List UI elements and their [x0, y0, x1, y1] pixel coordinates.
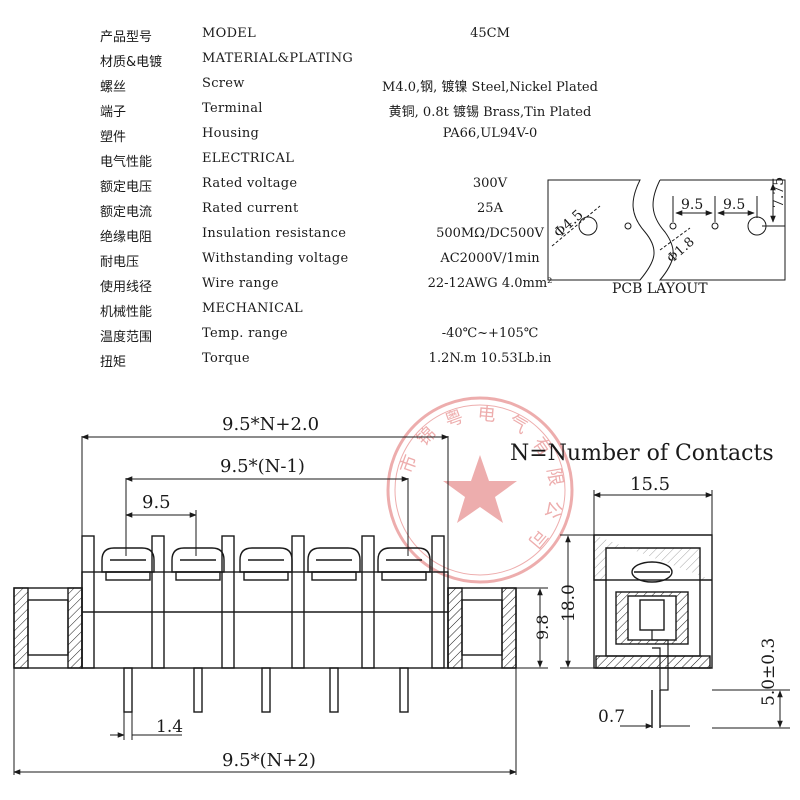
spec-value: PA66,UL94V-0: [442, 126, 538, 141]
pcb-offset: 7.75: [771, 177, 787, 208]
spec-label-en: Torque: [202, 351, 250, 366]
spec-label-cn: 塑件: [100, 130, 127, 145]
stamp-char: 市: [396, 452, 422, 476]
spec-label-cn: 产品型号: [100, 30, 153, 45]
spec-value: 300V: [472, 176, 508, 191]
dim-pin-width: 1.4: [156, 717, 183, 737]
spec-label-en: Terminal: [202, 101, 263, 116]
spec-label-en: Housing: [202, 126, 260, 141]
spec-label-en: MODEL: [202, 26, 257, 41]
dim-overall-bottom: 9.5*(N+2): [222, 750, 316, 771]
screw-washer: [105, 571, 151, 581]
pcb-pitch-1: 9.5: [681, 197, 703, 213]
side-pin-thk: 0.7: [598, 707, 625, 727]
screw-head: [307, 547, 361, 573]
screw-washer: [311, 571, 357, 581]
dim-overall-top: 9.5*N+2.0: [222, 414, 319, 435]
pcb-layout: [547, 179, 786, 281]
spec-label-cn: 温度范围: [100, 330, 153, 345]
stamp-char: 司: [524, 525, 552, 552]
screw-washer: [381, 571, 427, 581]
dim-pitch: 9.5: [142, 492, 171, 513]
spec-label-cn: 耐电压: [100, 255, 140, 270]
side-pin-len: 5.0±0.3: [759, 638, 779, 706]
screw-head: [377, 547, 431, 573]
screw-head: [239, 547, 293, 573]
spec-value: 黄铜, 0.8t 镀锡 Brass,Tin Plated: [388, 105, 592, 120]
stamp-char: 公: [540, 498, 565, 521]
spec-label-cn: 使用线径: [100, 280, 153, 295]
spec-label-cn: 额定电压: [100, 180, 153, 195]
spec-label-cn: 扭矩: [100, 355, 127, 370]
contacts-note: N=Number of Contacts: [510, 441, 774, 466]
spec-label-en: Temp. range: [202, 326, 288, 341]
screw-head: [101, 547, 155, 573]
spec-label-en: Rated voltage: [202, 176, 298, 191]
stamp-char: 限: [542, 466, 566, 487]
spec-label-cn: 端子: [100, 105, 127, 120]
pcb-dia-large: Φ4.5: [551, 207, 587, 241]
spec-label-en: ELECTRICAL: [202, 151, 295, 166]
spec-label-cn: 电气性能: [100, 155, 153, 170]
screw-washer: [243, 571, 289, 581]
spec-label-cn: 螺丝: [100, 80, 127, 95]
spec-value: -40℃~+105℃: [441, 326, 539, 341]
spec-value: 45CM: [470, 26, 510, 41]
company-stamp: 市锦粤电气有限公司: [386, 396, 574, 584]
side-height: 18.0: [559, 584, 579, 622]
spec-label-cn: 材质&电镀: [100, 55, 163, 70]
spec-label-en: Rated current: [202, 201, 299, 216]
stamp-star-icon: [443, 455, 517, 523]
spec-value: M4.0,钢, 镀镍 Steel,Nickel Plated: [382, 80, 598, 95]
spec-label-cn: 额定电流: [100, 205, 153, 220]
spec-label-en: Insulation resistance: [202, 226, 347, 241]
stamp-char: 气: [505, 411, 531, 438]
spec-value: 1.2N.m 10.53Lb.in: [428, 351, 552, 366]
spec-value: 25A: [477, 201, 503, 216]
spec-label-cn: 绝缘电阻: [100, 230, 153, 245]
front-view: [13, 434, 548, 775]
side-view: [560, 490, 790, 729]
spec-label-en: MATERIAL&PLATING: [202, 51, 354, 66]
screw-head: [171, 547, 225, 573]
spec-label-en: Wire range: [202, 276, 279, 291]
spec-label-en: Screw: [202, 76, 245, 91]
pcb-title: PCB LAYOUT: [612, 281, 708, 297]
dim-height: 9.8: [533, 615, 552, 640]
spec-label-en: MECHANICAL: [202, 301, 303, 316]
spec-value: 500MΩ/DC500V: [436, 226, 544, 241]
spec-value: 22-12AWG 4.0mm²: [427, 276, 553, 291]
side-width: 15.5: [630, 474, 670, 495]
spec-value: AC2000V/1min: [440, 251, 540, 266]
dim-span: 9.5*(N-1): [220, 456, 305, 477]
spec-label-cn: 机械性能: [100, 305, 153, 320]
stamp-char: 粤: [442, 406, 466, 432]
screw-washer: [175, 571, 221, 581]
pcb-pitch-2: 9.5: [723, 197, 745, 213]
stamp-char: 电: [477, 404, 497, 426]
spec-label-en: Withstanding voltage: [202, 251, 349, 266]
